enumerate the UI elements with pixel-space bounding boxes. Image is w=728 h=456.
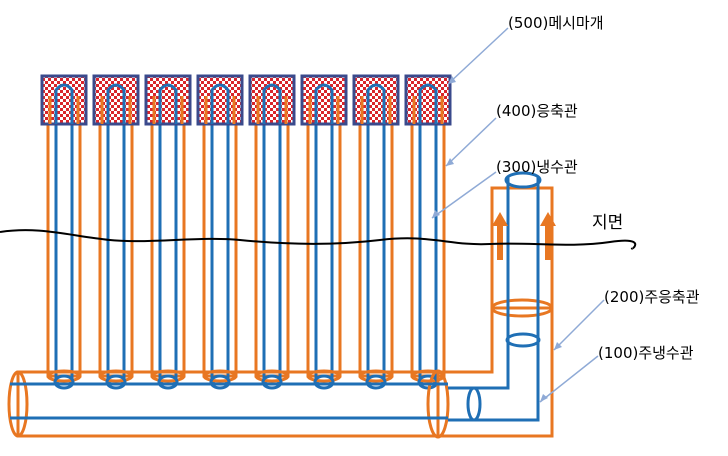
leader-heads <box>432 76 562 402</box>
cooling-pipe-top <box>314 83 334 124</box>
condenser-pipe-top <box>48 96 80 124</box>
label-main-cooling-pipe: (100)주냉수관 <box>598 344 694 362</box>
main-condenser-end-cap <box>7 370 29 438</box>
flow-arrows <box>492 212 556 260</box>
label-cooling-pipe: (300)냉수관 <box>496 158 578 176</box>
cooling-pipe <box>418 82 438 386</box>
cooling-pipe <box>314 82 334 386</box>
main-condenser-riser <box>438 308 554 438</box>
condenser-pipe-top <box>412 96 444 124</box>
condenser-pipe <box>98 96 134 378</box>
main-cooling-pipe <box>10 171 542 422</box>
condenser-pipe <box>150 96 186 378</box>
leader-cooling-pipe <box>431 171 497 219</box>
cooling-pipe-base <box>313 374 335 390</box>
riser-inner-rim <box>505 332 541 348</box>
condenser-pipe-top <box>360 96 392 124</box>
label-mesh-cap: (500)메시마개 <box>508 14 604 32</box>
arrowhead-icon <box>448 76 456 84</box>
cooling-pipe-top <box>54 83 74 124</box>
condenser-pipe <box>410 96 446 378</box>
cooling-pipe-top <box>106 83 126 124</box>
cooling-pipe <box>366 82 386 386</box>
vertical-pipe-array <box>40 74 452 390</box>
condenser-pipe <box>306 96 342 378</box>
cooling-pipe-base <box>105 374 127 390</box>
main-condenser-pipe <box>7 186 554 439</box>
cooling-pipe-base <box>209 374 231 390</box>
condenser-pipe-top <box>100 96 132 124</box>
condenser-pipe <box>202 96 238 378</box>
condenser-pipe-top <box>152 96 184 124</box>
cooling-pipe-top <box>262 83 282 124</box>
main-cooling-riser <box>448 176 540 422</box>
cooling-pipe-base <box>157 374 179 390</box>
arrowhead-icon <box>540 394 548 402</box>
label-main-condenser-pipe: (200)주응축관 <box>604 288 700 306</box>
arrowhead-icon <box>432 210 440 218</box>
leader-lines <box>431 27 605 403</box>
label-condenser-pipe: (400)응축관 <box>496 102 578 120</box>
condenser-pipe <box>46 96 82 378</box>
leader-main-condenser <box>553 299 605 351</box>
up-arrow-icon <box>540 212 556 260</box>
cooling-pipe-base <box>365 374 387 390</box>
cooling-pipe-base <box>53 374 75 390</box>
main-cooling-horizontal <box>10 382 448 420</box>
cooling-pipe-base <box>261 374 283 390</box>
riser-outer-bottom-rim <box>490 298 554 318</box>
leader-mesh-cap <box>447 27 509 85</box>
condenser-pipe <box>254 96 290 378</box>
condenser-pipe-top <box>204 96 236 124</box>
cooling-pipe-top <box>366 83 386 124</box>
arrowhead-icon <box>446 158 454 166</box>
cooling-pipe <box>210 82 230 386</box>
leader-main-cooling <box>539 355 599 403</box>
ground-line <box>0 229 637 250</box>
arrowhead-icon <box>554 342 562 350</box>
cooling-pipe <box>158 82 178 386</box>
cooling-pipe <box>262 82 282 386</box>
condenser-pipe-top <box>256 96 288 124</box>
leader-condenser-pipe <box>445 117 497 167</box>
cooling-pipe-top <box>158 83 178 124</box>
condenser-pipe <box>358 96 394 378</box>
up-arrow-icon <box>492 212 508 260</box>
cooling-pipe-top <box>418 83 438 124</box>
condenser-pipe-top <box>308 96 340 124</box>
label-ground: 지면 <box>592 213 624 233</box>
cooling-pipe <box>106 82 126 386</box>
riser-top-rim <box>504 171 542 189</box>
main-cooling-joint <box>466 386 482 422</box>
cooling-pipe-top <box>210 83 230 124</box>
